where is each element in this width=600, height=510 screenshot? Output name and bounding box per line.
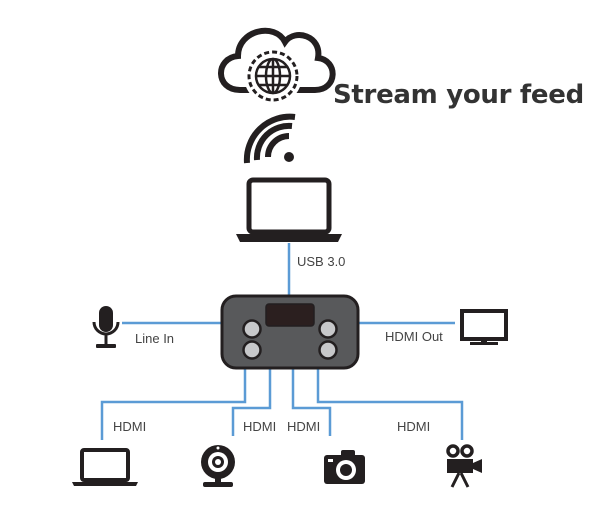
usb-label: USB 3.0 [297, 254, 346, 269]
hdmi-line-webcam [231, 368, 272, 436]
page-title: Stream your feed [333, 80, 584, 110]
hdmi-line-camera [291, 368, 332, 436]
laptop-source-icon [72, 448, 138, 486]
webcam-icon [201, 445, 235, 487]
wifi-icon [243, 113, 296, 164]
hdmi-label-video-camera: HDMI [397, 419, 431, 434]
camera-icon [324, 450, 365, 484]
hdmi-label-laptop: HDMI [113, 419, 147, 434]
cloud-globe-icon [218, 27, 336, 105]
video-camera-icon [446, 444, 482, 488]
capture-device [220, 294, 360, 370]
laptop-icon [236, 177, 342, 242]
hdmi-label-camera: HDMI [287, 419, 321, 434]
microphone-icon [92, 306, 120, 348]
line-in-label: Line In [135, 331, 175, 346]
hdmi-line-video-camera [316, 368, 464, 440]
hdmi-out-label: HDMI Out [385, 329, 443, 344]
connection-lines [100, 243, 464, 440]
monitor-icon [460, 309, 508, 345]
hdmi-label-webcam: HDMI [243, 419, 277, 434]
hdmi-line-laptop [100, 368, 247, 440]
